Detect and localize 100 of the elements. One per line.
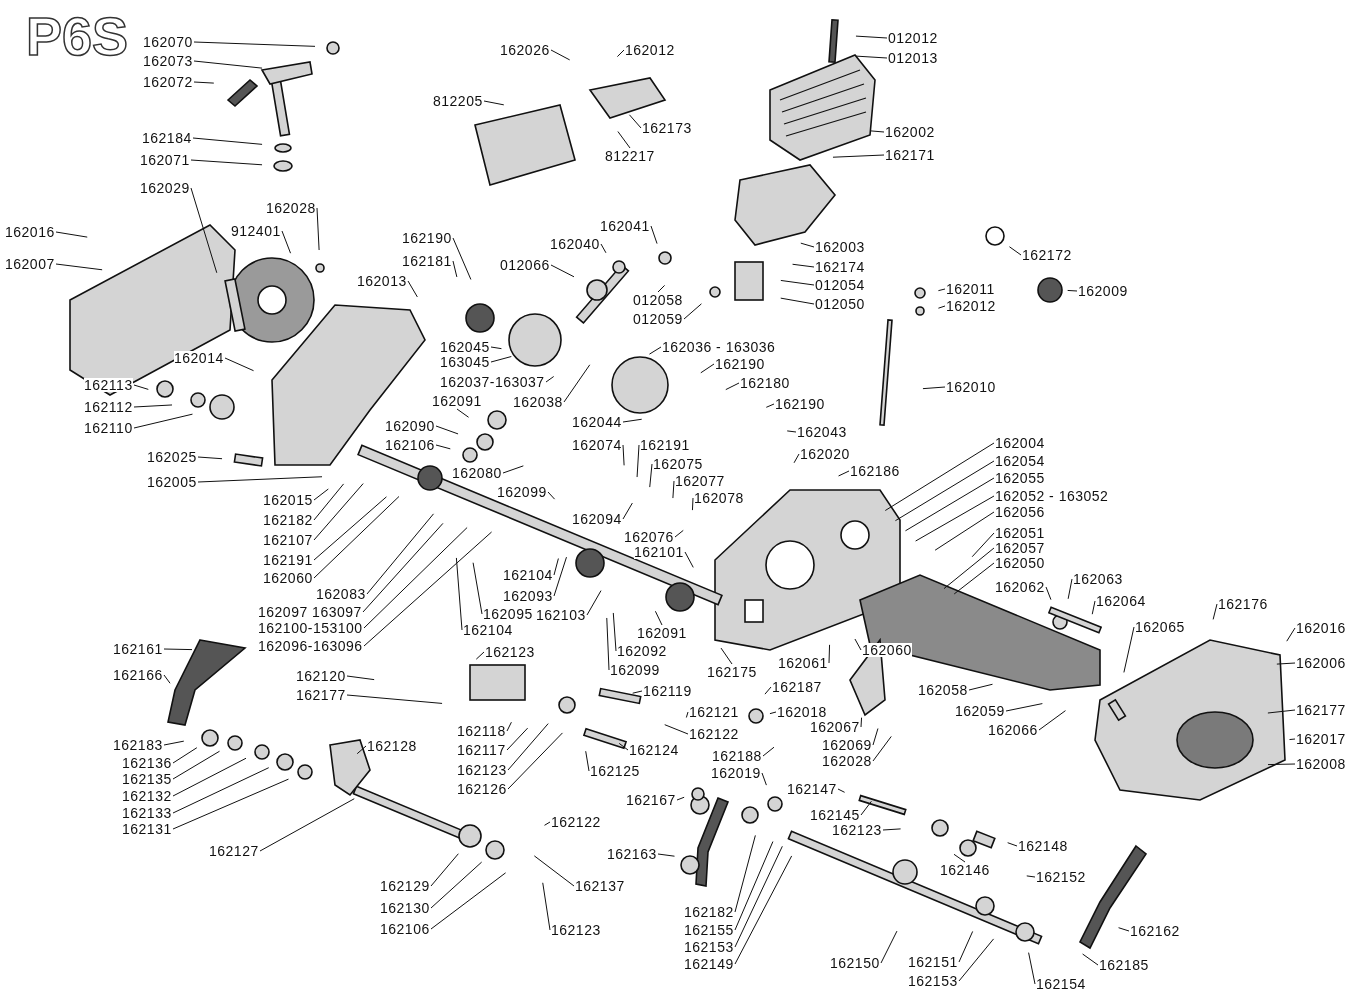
- part-number: 162132: [122, 789, 172, 803]
- part-number: 162003: [815, 240, 865, 254]
- leader-line: [502, 465, 524, 474]
- part-number: 162012: [946, 299, 996, 313]
- leader-line: [313, 488, 329, 501]
- leader-line: [786, 430, 797, 433]
- leader-line: [761, 772, 767, 786]
- part-number: 162110: [84, 421, 133, 435]
- part-number: 162055: [995, 471, 1045, 485]
- leader-line: [163, 674, 171, 684]
- leader-line: [1276, 662, 1296, 665]
- leader-line: [600, 243, 607, 254]
- leader-line: [172, 747, 198, 764]
- leader-line: [1007, 842, 1018, 847]
- leader-line: [855, 35, 888, 39]
- part-number: 012050: [815, 297, 865, 311]
- part-number: 162006: [1296, 656, 1346, 670]
- part-number: 162104: [463, 623, 513, 637]
- part-number: 162150: [830, 956, 880, 970]
- part-number: 162127: [209, 844, 259, 858]
- leader-line: [313, 495, 400, 579]
- part-number: 162020: [800, 447, 850, 461]
- leader-line: [163, 740, 185, 746]
- part-number: 162018: [777, 705, 827, 719]
- part-number: 162029: [140, 181, 190, 195]
- leader-line: [1267, 709, 1296, 714]
- part-number: 162083: [316, 587, 366, 601]
- leader-line: [1028, 952, 1036, 985]
- leader-line: [542, 882, 551, 931]
- part-number: 162153: [684, 940, 734, 954]
- leader-line: [958, 930, 974, 963]
- leader-line: [915, 495, 995, 542]
- leader-line: [854, 638, 862, 651]
- part-number: 162016: [1296, 621, 1346, 635]
- leader-line: [190, 159, 263, 166]
- part-number: 162185: [1099, 958, 1149, 972]
- part-number: 812205: [433, 94, 483, 108]
- leader-line: [133, 413, 193, 429]
- part-number: 162167: [626, 793, 676, 807]
- leader-line: [765, 403, 775, 408]
- leader-line: [193, 41, 316, 47]
- leader-line: [1289, 738, 1296, 741]
- leader-line: [475, 651, 485, 660]
- part-number: 162094: [572, 512, 622, 526]
- part-number: 162176: [1218, 597, 1268, 611]
- leader-line: [838, 470, 850, 477]
- leader-line: [430, 872, 507, 930]
- leader-line: [1267, 763, 1296, 766]
- part-number: 162026: [500, 43, 550, 57]
- part-number: 162130: [380, 901, 430, 915]
- part-number: 162016: [5, 225, 55, 239]
- part-number: 012054: [815, 278, 865, 292]
- leader-line: [606, 617, 610, 671]
- part-number: 162078: [694, 491, 744, 505]
- leader-line: [1123, 626, 1135, 673]
- part-number: 162041: [600, 219, 650, 233]
- leader-line: [734, 841, 774, 931]
- leader-line: [664, 724, 689, 735]
- leader-line: [452, 237, 472, 280]
- part-number: 162154: [1036, 977, 1086, 991]
- leader-line: [192, 137, 263, 145]
- part-number: 162161: [113, 642, 163, 656]
- part-number: 162009: [1078, 284, 1128, 298]
- part-number: 162072: [143, 75, 193, 89]
- leader-line: [860, 800, 872, 816]
- leader-line: [649, 463, 653, 488]
- part-number: 162155: [684, 923, 734, 937]
- part-number: 162123: [485, 645, 535, 659]
- leader-line: [362, 522, 444, 613]
- part-number: 162064: [1096, 594, 1146, 608]
- leader-line: [163, 648, 193, 651]
- leader-line: [1286, 627, 1296, 642]
- part-number: 162162: [1130, 924, 1180, 938]
- leader-line: [837, 788, 846, 793]
- leader-line: [683, 303, 702, 320]
- leader-line: [612, 612, 617, 652]
- part-number: 162103: [536, 608, 586, 622]
- leader-line: [654, 610, 663, 626]
- part-number: 163045: [440, 355, 490, 369]
- leader-line: [430, 853, 459, 887]
- part-number: 162171: [885, 148, 935, 162]
- part-number: 162106: [385, 438, 435, 452]
- leader-line: [133, 384, 149, 390]
- leader-line: [197, 476, 323, 483]
- leader-line: [346, 694, 443, 704]
- leader-line: [550, 264, 575, 278]
- leader-line: [172, 778, 289, 830]
- part-number: 162125: [590, 764, 640, 778]
- part-number: 162122: [689, 727, 739, 741]
- leader-line: [622, 444, 625, 466]
- leader-line: [958, 938, 995, 982]
- leader-line: [622, 502, 633, 520]
- leader-line: [1008, 246, 1022, 256]
- part-number: 162025: [147, 450, 197, 464]
- leader-line: [533, 855, 575, 887]
- part-number: 162071: [140, 153, 190, 167]
- part-number: 162175: [707, 665, 757, 679]
- part-number: 162019: [711, 766, 761, 780]
- leader-line: [632, 690, 643, 694]
- part-number: 162148: [1018, 839, 1068, 853]
